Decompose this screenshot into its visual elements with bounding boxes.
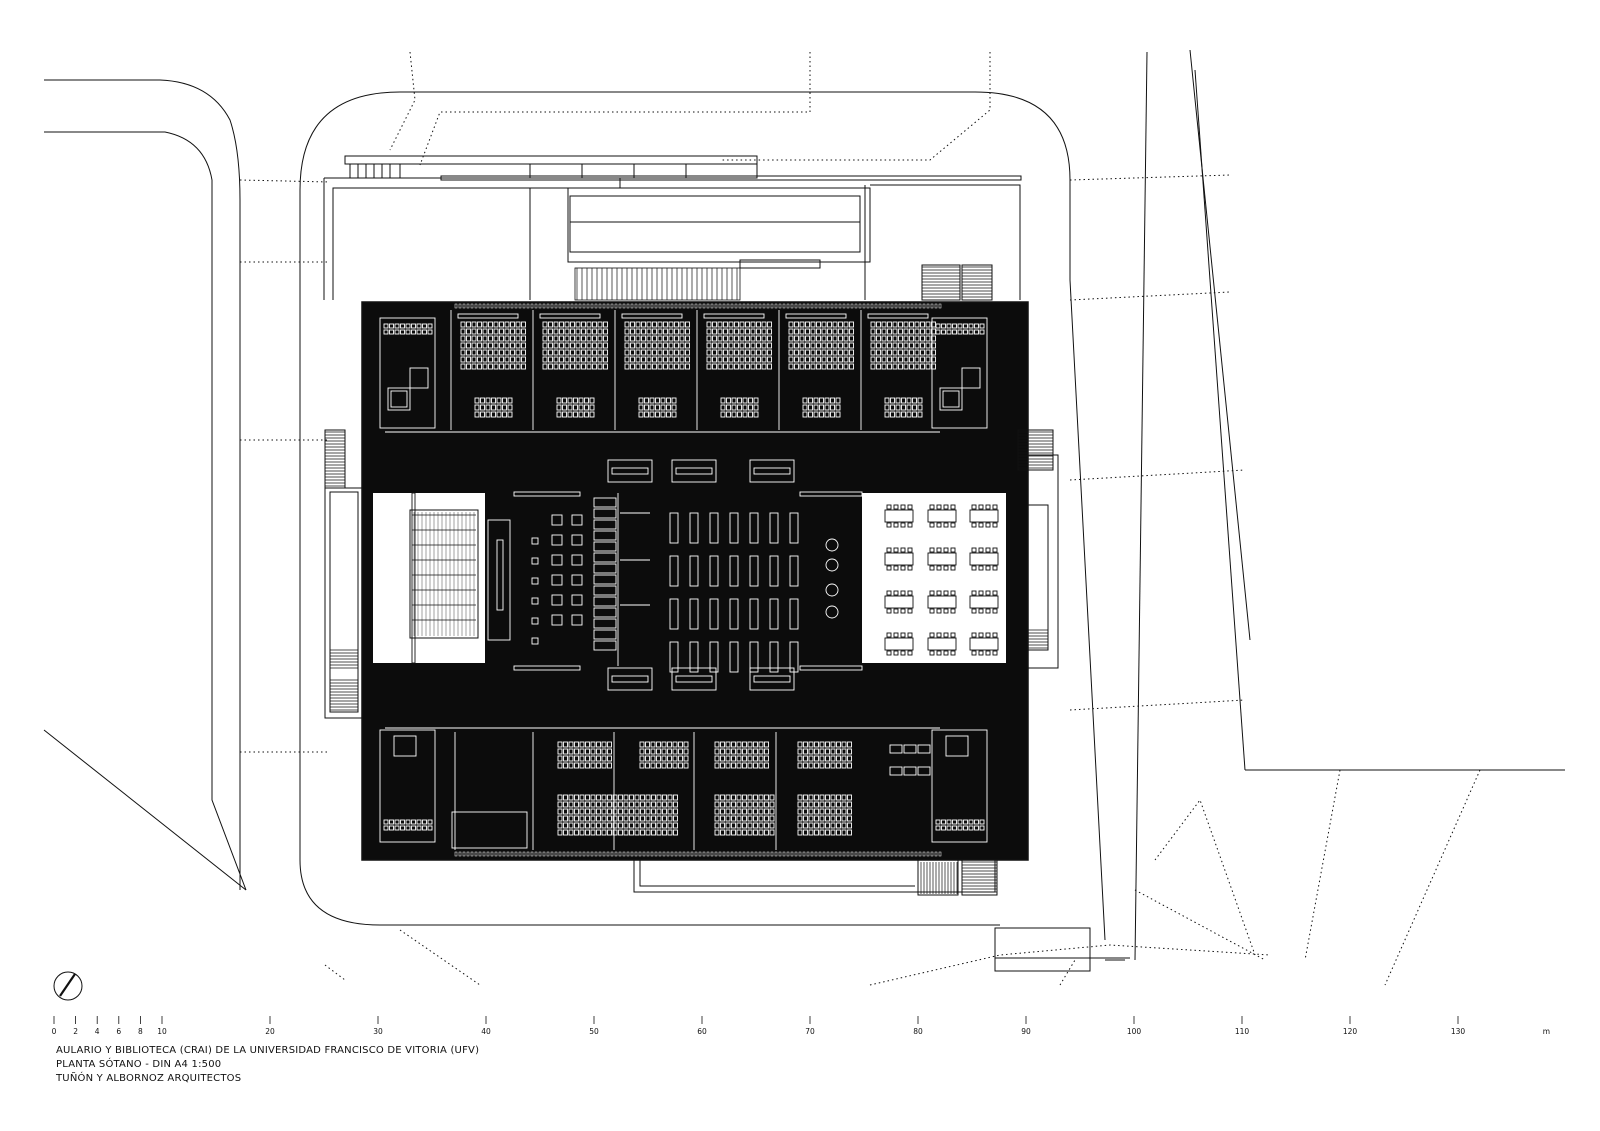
scale-tick-label: 4 bbox=[95, 1027, 100, 1036]
north-stair bbox=[574, 267, 741, 301]
scale-bar: 0 2 4 6 8 10 20 30 40 50 60 70 80 90 100 110 120 130 m bbox=[52, 1016, 1550, 1036]
reading-table bbox=[927, 595, 957, 609]
book-shelf bbox=[769, 641, 779, 673]
reading-table bbox=[884, 509, 914, 523]
scale-tick-label: 120 bbox=[1343, 1027, 1358, 1036]
street-edge-left-inner bbox=[44, 131, 247, 891]
scale-tick-label: 40 bbox=[481, 1027, 491, 1036]
auditorium-steps bbox=[412, 512, 476, 636]
book-shelf bbox=[789, 598, 799, 630]
scale-tick-label: 30 bbox=[373, 1027, 383, 1036]
street-edge-left-outer bbox=[44, 79, 241, 890]
book-shelf bbox=[709, 598, 719, 630]
book-shelf bbox=[669, 555, 679, 587]
caption-architects: TUÑÓN Y ALBORNOZ ARQUITECTOS bbox=[56, 1073, 242, 1084]
scale-unit-label: m bbox=[1543, 1027, 1550, 1036]
stair-hatches bbox=[917, 266, 997, 894]
classrooms-south bbox=[379, 727, 988, 857]
scale-tick-label: 90 bbox=[1021, 1027, 1031, 1036]
scale-tick-label: 70 bbox=[805, 1027, 815, 1036]
scale-tick-label: 10 bbox=[157, 1027, 167, 1036]
reading-table bbox=[884, 595, 914, 609]
book-shelf bbox=[669, 598, 679, 630]
reading-table bbox=[884, 637, 914, 651]
book-shelf bbox=[689, 555, 699, 587]
reading-table bbox=[927, 637, 957, 651]
library-stacks bbox=[487, 459, 863, 691]
scale-tick-label: 6 bbox=[116, 1027, 121, 1036]
book-shelf bbox=[789, 641, 799, 673]
north-entrance bbox=[323, 155, 1022, 300]
reading-table bbox=[927, 552, 957, 566]
book-shelf bbox=[729, 641, 739, 673]
book-shelf bbox=[789, 555, 799, 587]
book-shelf bbox=[749, 512, 759, 544]
reading-table bbox=[884, 552, 914, 566]
book-shelf bbox=[749, 598, 759, 630]
book-shelf bbox=[709, 555, 719, 587]
scale-tick-label: 110 bbox=[1235, 1027, 1250, 1036]
book-shelf bbox=[769, 555, 779, 587]
book-shelf bbox=[689, 512, 699, 544]
book-shelf bbox=[749, 555, 759, 587]
site-context bbox=[43, 49, 1565, 972]
north-arrow-icon bbox=[53, 971, 83, 1001]
vertical-cores bbox=[411, 492, 416, 664]
book-shelf bbox=[729, 598, 739, 630]
book-shelf bbox=[729, 512, 739, 544]
reading-table bbox=[969, 552, 999, 566]
book-shelf bbox=[789, 512, 799, 544]
reading-tables bbox=[884, 504, 999, 656]
site-dotted-lines bbox=[239, 51, 1481, 986]
reading-table bbox=[927, 509, 957, 523]
reading-hall-right bbox=[862, 493, 1006, 663]
book-shelf bbox=[709, 641, 719, 673]
scale-tick-label: 8 bbox=[138, 1027, 143, 1036]
book-shelf bbox=[769, 512, 779, 544]
scale-tick-label: 2 bbox=[73, 1027, 78, 1036]
scale-tick-label: 50 bbox=[589, 1027, 599, 1036]
caption-sheet-title: PLANTA SÓTANO - DIN A4 1:500 bbox=[56, 1059, 222, 1070]
reading-table bbox=[969, 509, 999, 523]
north-stair-treads bbox=[576, 268, 738, 300]
scale-tick-label: 60 bbox=[697, 1027, 707, 1036]
auditorium-left bbox=[373, 493, 485, 663]
book-shelf bbox=[689, 641, 699, 673]
caption-project-title: AULARIO Y BIBLIOTECA (CRAI) DE LA UNIVER… bbox=[56, 1045, 480, 1056]
book-shelf bbox=[689, 598, 699, 630]
book-shelf bbox=[769, 598, 779, 630]
book-shelf bbox=[669, 512, 679, 544]
reading-table bbox=[969, 637, 999, 651]
scale-tick-label: 80 bbox=[913, 1027, 923, 1036]
book-shelf bbox=[709, 512, 719, 544]
drawing-caption: AULARIO Y BIBLIOTECA (CRAI) DE LA UNIVER… bbox=[56, 1044, 479, 1086]
patio-hatches bbox=[325, 431, 1053, 711]
scale-tick-label: 0 bbox=[52, 1027, 57, 1036]
reading-table bbox=[969, 595, 999, 609]
book-shelf bbox=[669, 641, 679, 673]
south-perimeter bbox=[633, 264, 998, 896]
scale-tick-label: 100 bbox=[1127, 1027, 1142, 1036]
scale-tick-label: 20 bbox=[265, 1027, 275, 1036]
plaza-perimeter bbox=[299, 91, 1106, 941]
book-shelf bbox=[729, 555, 739, 587]
book-shelf bbox=[749, 641, 759, 673]
classrooms-north bbox=[379, 303, 988, 433]
scale-tick-label: 130 bbox=[1451, 1027, 1466, 1036]
